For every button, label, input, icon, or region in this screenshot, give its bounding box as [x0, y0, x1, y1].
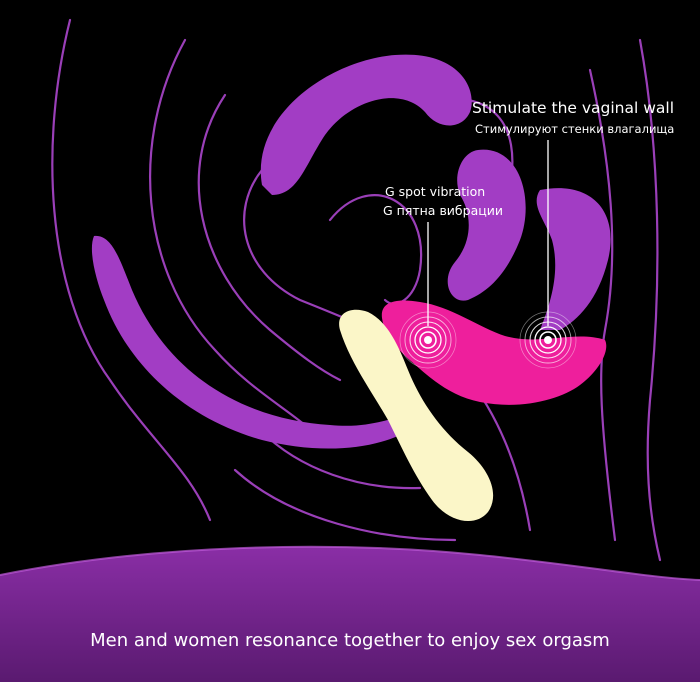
device-cream-arm [339, 309, 494, 522]
anatomy-outline [51, 18, 662, 562]
anatomy-fill [91, 54, 611, 449]
pelvic-floor-band [91, 235, 398, 449]
g-spot-label: G spot vibration [385, 184, 486, 199]
uterus-shape [447, 149, 526, 301]
footer-band-highlight [0, 545, 700, 581]
rectum-shape [536, 188, 611, 330]
footer-caption: Men and women resonance together to enjo… [90, 630, 610, 651]
device-pink-arm [381, 300, 607, 405]
annotation-leaders [427, 140, 549, 326]
bladder-shape [260, 54, 472, 196]
vaginal-wall-label-ru: Стимулируют стенки влагалища [475, 122, 675, 136]
g-spot-label-ru: G пятна вибрации [383, 203, 503, 218]
vaginal-wall-label: Stimulate the vaginal wall [472, 99, 675, 117]
vibration-rings-icon [519, 311, 577, 369]
footer-band [0, 546, 700, 682]
vibration-rings-icon [399, 311, 457, 369]
